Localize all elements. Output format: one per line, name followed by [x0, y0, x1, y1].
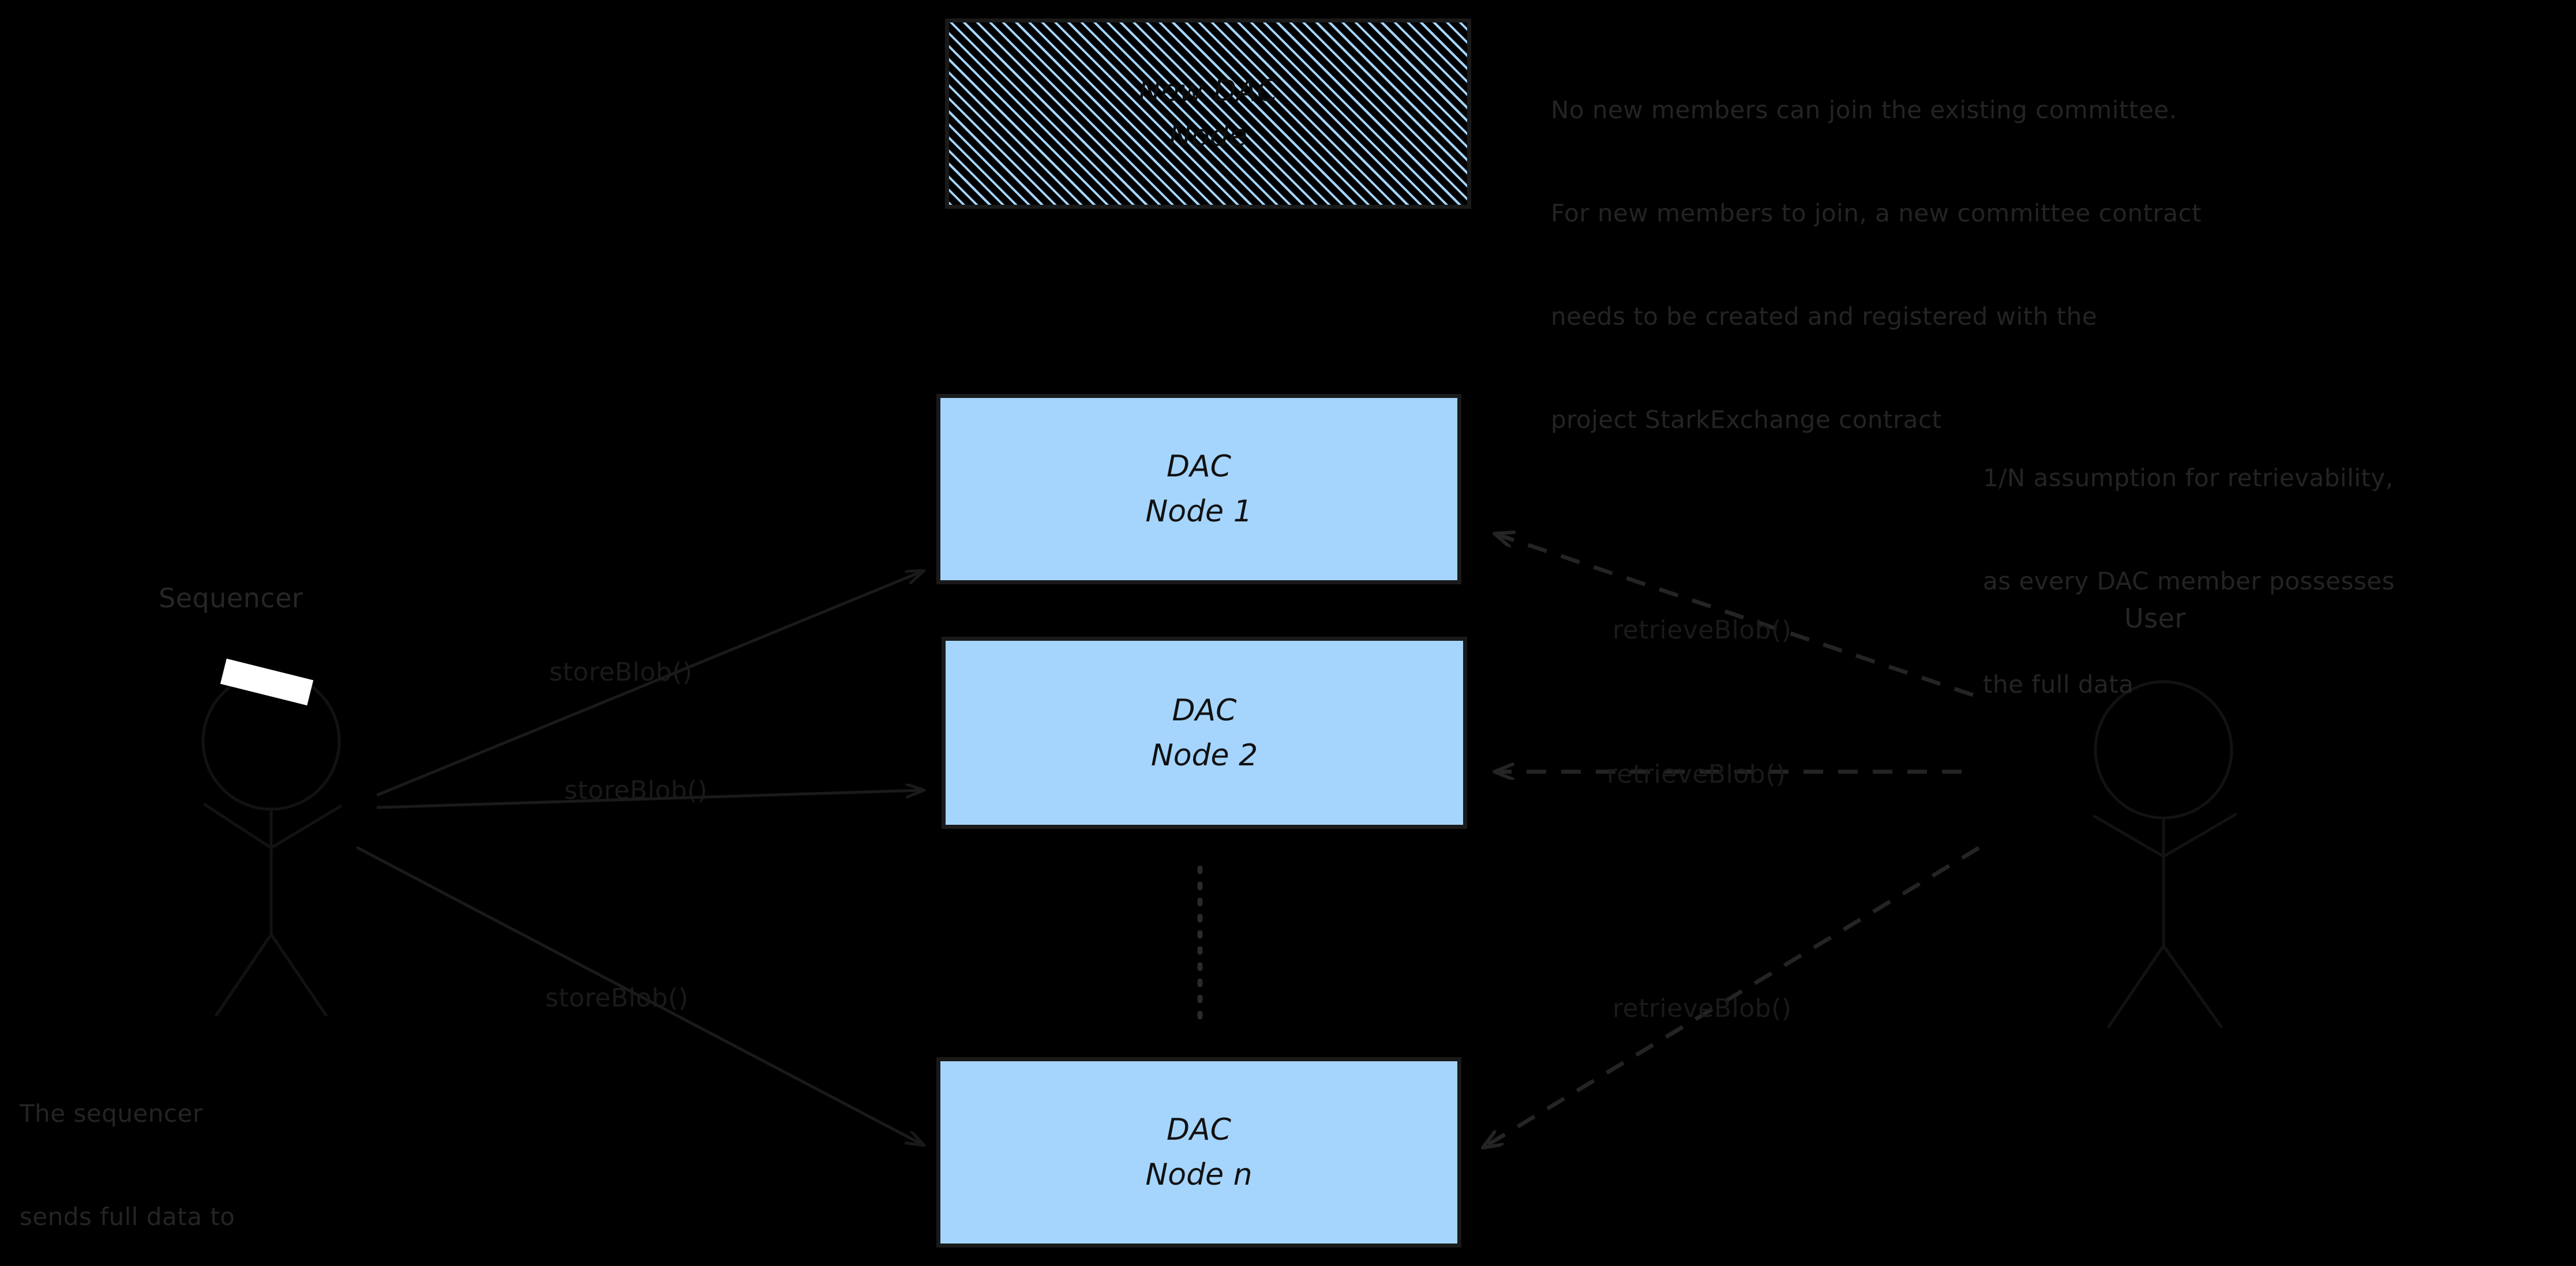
arrow-retrieve-node1 — [1494, 534, 1974, 697]
dac-node-n-box[interactable]: DAC Node n — [936, 1057, 1461, 1248]
dac-node-2-line1: DAC — [1172, 693, 1237, 728]
dac-node-1-line2: Node 1 — [1145, 494, 1253, 529]
dac-node-2-box[interactable]: DAC Node 2 — [942, 637, 1467, 829]
dac-node-n-line1: DAC — [1167, 1113, 1231, 1147]
new-dac-node-label: New DAC Node — [949, 69, 1467, 159]
arrow-retrieve-noden — [1483, 846, 1980, 1148]
arrow-store-noden — [356, 846, 923, 1145]
sequencer-stick-figure-icon — [201, 671, 342, 1017]
new-dac-node-line2: Node — [1169, 119, 1247, 153]
dac-node-1-line1: DAC — [1167, 449, 1231, 484]
dac-node-n-line2: Node n — [1145, 1158, 1253, 1192]
dac-node-2-label: DAC Node 2 — [946, 688, 1463, 778]
arrow-store-node2 — [376, 790, 923, 809]
dac-node-n-label: DAC Node n — [940, 1107, 1457, 1197]
dac-node-2-line2: Node 2 — [1150, 738, 1258, 773]
user-stick-figure-icon — [2093, 680, 2237, 1028]
dac-node-1-label: DAC Node 1 — [940, 444, 1457, 534]
new-dac-node-box[interactable]: New DAC Node — [945, 18, 1471, 209]
new-dac-node-line1: New DAC — [1138, 74, 1278, 108]
dac-node-1-box[interactable]: DAC Node 1 — [936, 394, 1461, 584]
arrow-store-node1 — [376, 571, 923, 797]
